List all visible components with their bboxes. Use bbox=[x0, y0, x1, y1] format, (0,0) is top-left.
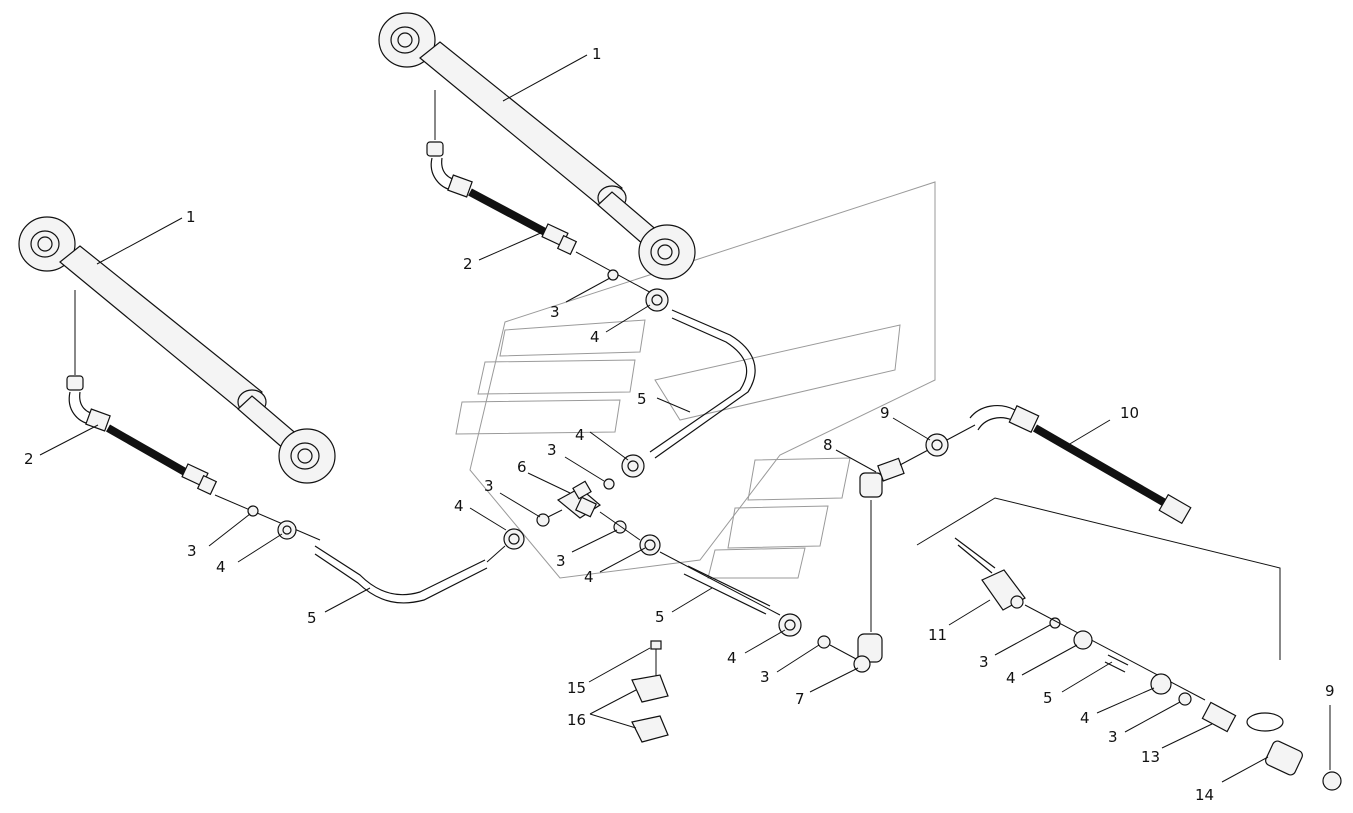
callout-13: 13 bbox=[1141, 748, 1160, 766]
callout-3-d: 3 bbox=[556, 552, 566, 570]
callout-11: 11 bbox=[928, 626, 947, 644]
callout-3-a: 3 bbox=[550, 303, 560, 321]
callout-10: 10 bbox=[1120, 404, 1139, 422]
hydraulic-cylinder-upper bbox=[378, 12, 696, 280]
elbow-fittings bbox=[853, 457, 905, 673]
fittings-lower-left bbox=[214, 494, 525, 604]
callout-4-g: 4 bbox=[1006, 669, 1016, 687]
callout-8: 8 bbox=[823, 436, 833, 454]
leader-lines bbox=[39, 54, 1331, 783]
hose-assembly-lower bbox=[66, 290, 218, 496]
callout-labels: 1 1 2 2 3 3 3 3 3 3 3 3 3 4 4 4 4 4 4 4 … bbox=[24, 45, 1335, 804]
callout-5-d: 5 bbox=[1043, 689, 1053, 707]
callout-2-upper: 2 bbox=[463, 255, 473, 273]
callout-7: 7 bbox=[795, 690, 805, 708]
callout-3-g: 3 bbox=[979, 653, 989, 671]
tee-fitting-area bbox=[536, 478, 859, 661]
callout-2-lower: 2 bbox=[24, 450, 34, 468]
callout-3-f: 3 bbox=[760, 668, 770, 686]
callout-4-c: 4 bbox=[454, 497, 464, 515]
watermark-logo bbox=[455, 181, 936, 579]
hydraulic-cylinder-lower bbox=[18, 216, 336, 484]
hose-assembly-right bbox=[899, 404, 1192, 525]
callout-4-b: 4 bbox=[575, 426, 585, 444]
callout-6: 6 bbox=[517, 458, 527, 476]
callout-3-c: 3 bbox=[484, 477, 494, 495]
callout-4-e: 4 bbox=[216, 558, 226, 576]
callout-4-a: 4 bbox=[590, 328, 600, 346]
callout-3-e: 3 bbox=[187, 542, 197, 560]
callout-5-c: 5 bbox=[655, 608, 665, 626]
callout-14: 14 bbox=[1195, 786, 1214, 804]
callout-3-h: 3 bbox=[1108, 728, 1118, 746]
callout-3-b: 3 bbox=[547, 441, 557, 459]
hose-assembly-upper bbox=[426, 90, 578, 256]
callout-1-lower: 1 bbox=[186, 208, 196, 226]
clamp-bracket bbox=[631, 640, 669, 743]
callout-4-f: 4 bbox=[727, 649, 737, 667]
callout-16: 16 bbox=[567, 711, 586, 729]
callout-5-b: 5 bbox=[307, 609, 317, 627]
detail-inset bbox=[916, 497, 1342, 791]
pipe-upper bbox=[575, 251, 756, 478]
callout-4-h: 4 bbox=[1080, 709, 1090, 727]
callout-5-a: 5 bbox=[637, 390, 647, 408]
callout-4-d: 4 bbox=[584, 568, 594, 586]
callout-1-upper: 1 bbox=[592, 45, 602, 63]
callout-9-b: 9 bbox=[1325, 682, 1335, 700]
callout-15: 15 bbox=[567, 679, 586, 697]
callout-9-a: 9 bbox=[880, 404, 890, 422]
